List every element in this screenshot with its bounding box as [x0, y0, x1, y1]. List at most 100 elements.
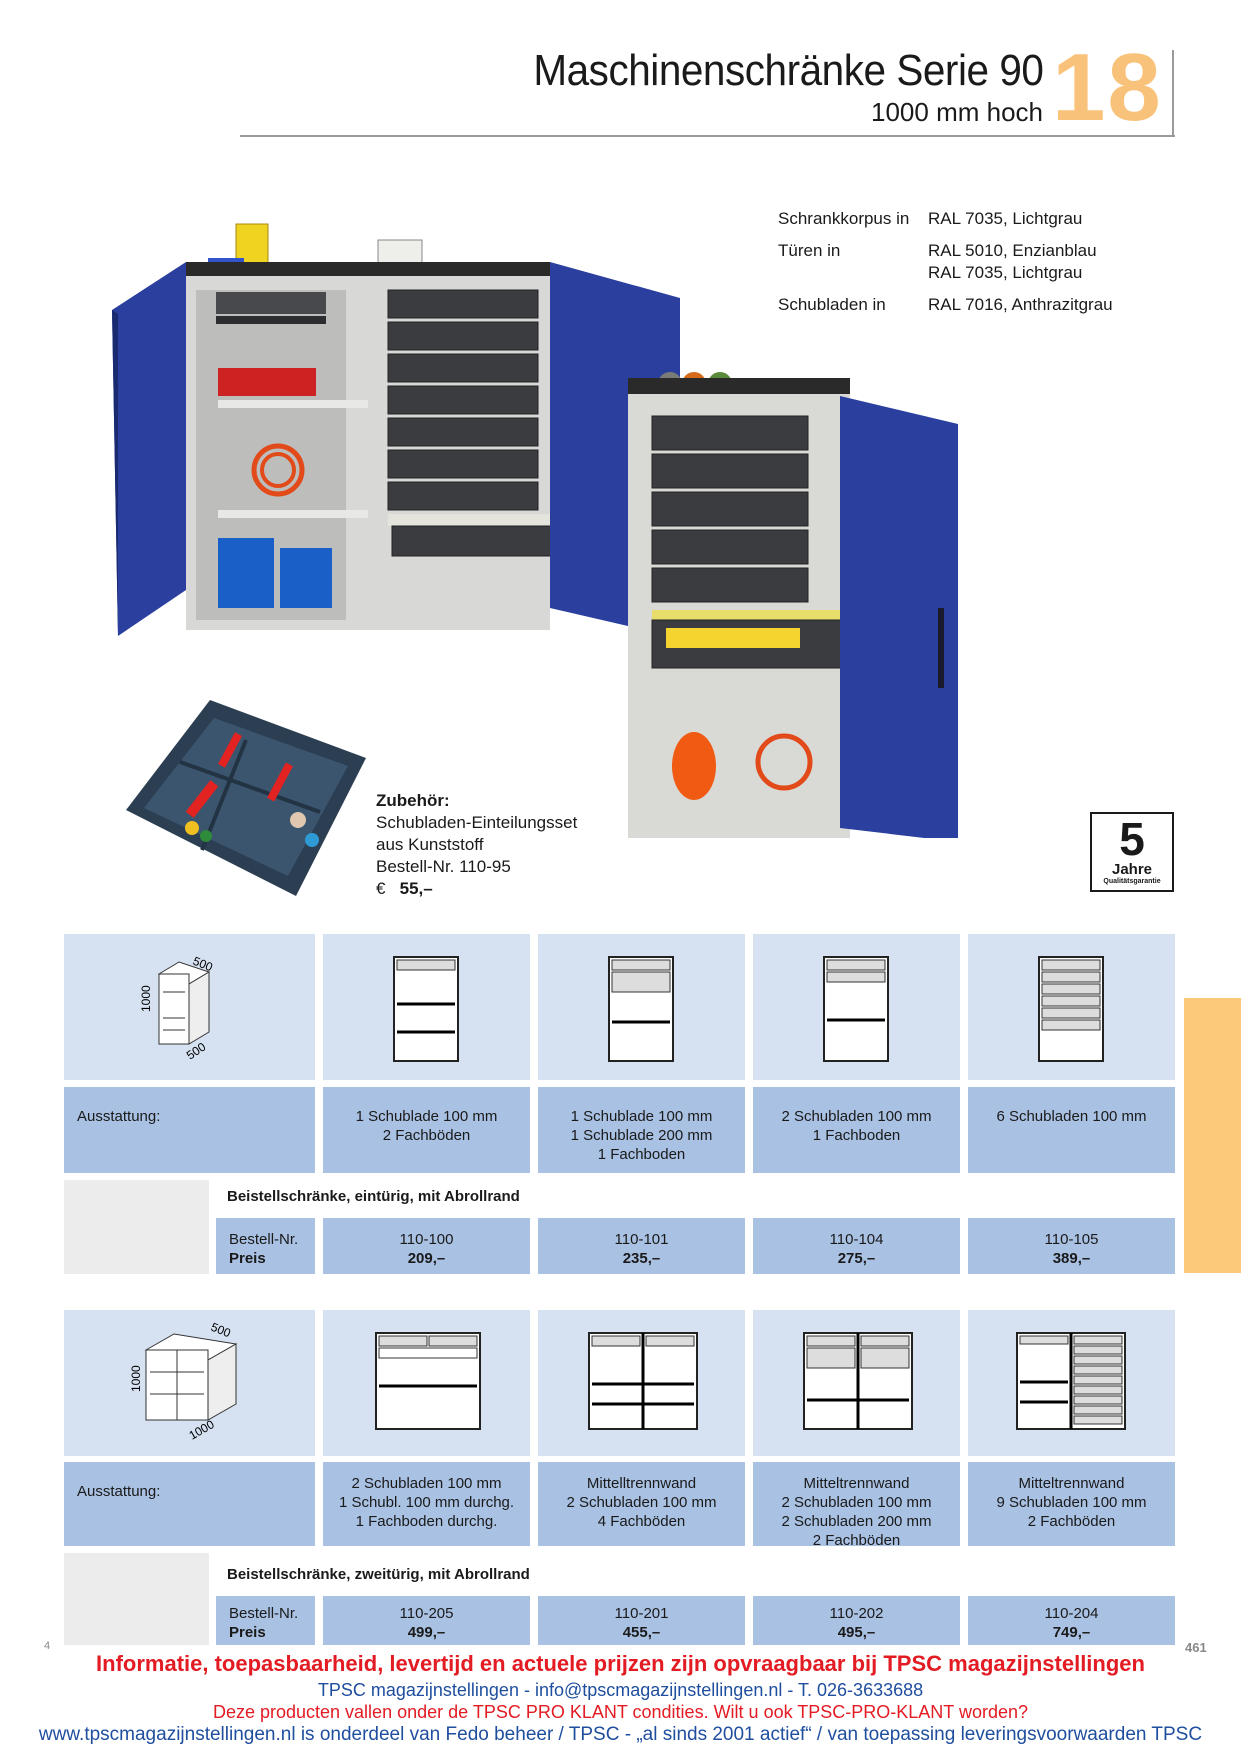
guarantee-small: Qualitätsgarantie	[1103, 878, 1161, 885]
spec-label: Schubladen in	[778, 295, 886, 314]
config-7-drawing	[803, 1332, 913, 1430]
spec-value: RAL 7035, Lichtgrau	[928, 263, 1083, 282]
config-5-drawing	[375, 1332, 481, 1430]
price-cell: 110-105 389,–	[968, 1218, 1175, 1274]
feature-line: Mitteltrennwand	[1018, 1475, 1125, 1492]
feature-line: 1 Fachboden	[812, 1127, 901, 1144]
config-4-drawing	[1038, 956, 1104, 1062]
config-thumb-cell	[753, 1310, 960, 1456]
spec-value: RAL 7016, Anthrazitgrau	[928, 295, 1113, 314]
order-number: 110-205	[399, 1605, 454, 1622]
price-value: 455,–	[622, 1624, 661, 1641]
accessory-line: Schubladen-Einteilungsset	[376, 813, 578, 832]
feature-cell: Mitteltrennwand 2 Schubladen 100 mm 2 Sc…	[753, 1462, 960, 1549]
color-spec: Schrankkorpus in RAL 7035, Lichtgrau Tür…	[778, 208, 1113, 326]
page-subtitle: 1000 mm hoch	[871, 97, 1043, 127]
price-value: 209,–	[407, 1250, 446, 1267]
feature-line: 2 Schubladen 100 mm	[566, 1494, 717, 1511]
spec-label: Türen in	[778, 241, 841, 260]
config-thumb-cell	[968, 934, 1175, 1080]
height-label: 1000	[139, 985, 153, 1012]
feature-cell: 6 Schubladen 100 mm	[968, 1087, 1175, 1173]
section-title: Beistellschränke, zweitürig, mit Abrollr…	[227, 1566, 530, 1583]
feature-cell: Mitteltrennwand 9 Schubladen 100 mm 2 Fa…	[968, 1462, 1175, 1546]
guarantee-word: Jahre	[1111, 861, 1153, 878]
drawer-divider-set-image	[126, 700, 366, 896]
config-thumb-cell	[538, 1310, 745, 1456]
page-number-left: 4	[44, 1640, 51, 1652]
price-cell: 110-204 749,–	[968, 1596, 1175, 1645]
dimension-cell: 1000 500 1000	[64, 1310, 315, 1456]
footer-website[interactable]: www.tpscmagazijnstellingen.nl is onderde…	[38, 1724, 1203, 1745]
feature-line: 1 Schublade 100 mm	[355, 1108, 498, 1125]
price-value: 389,–	[1052, 1250, 1091, 1267]
gray-spacer	[64, 1553, 209, 1645]
feature-line: 2 Fachböden	[1027, 1513, 1116, 1530]
feature-cell: 1 Schublade 100 mm 1 Schublade 200 mm 1 …	[538, 1087, 745, 1173]
config-thumb-cell	[323, 934, 530, 1080]
dimension-cell: 1000 500 500	[64, 934, 315, 1080]
config-6-drawing	[588, 1332, 698, 1430]
order-number: 110-105	[1044, 1231, 1099, 1248]
feature-label: Ausstattung:	[77, 1483, 161, 1500]
price-label: Preis	[229, 1624, 266, 1641]
depth-label: 500	[209, 1320, 233, 1341]
page-number-right: 461	[1185, 1640, 1207, 1655]
page-title: Maschinenschränke Serie 90	[532, 46, 1044, 95]
accessory-price: 55,–	[399, 879, 433, 898]
accessory-price-line: € 55,–	[376, 878, 577, 900]
chapter-side-tab	[1184, 998, 1241, 1273]
order-number: 110-101	[614, 1231, 669, 1248]
config-thumb-cell	[968, 1310, 1175, 1456]
header-vrule	[1172, 50, 1174, 137]
cabinet-dimension-drawing: 1000 500 1000	[129, 1320, 238, 1443]
price-value: 235,–	[622, 1250, 661, 1267]
order-number: 110-201	[614, 1605, 669, 1622]
chapter-number: 18	[1052, 34, 1163, 141]
accessory-order-number: Bestell-Nr. 110-95	[376, 857, 511, 876]
config-2-drawing	[608, 956, 674, 1062]
height-label: 1000	[129, 1365, 143, 1392]
footer-contact: TPSC magazijnstellingen - info@tpscmagaz…	[317, 1680, 924, 1700]
config-thumb-cell	[753, 934, 960, 1080]
price-cell: 110-201 455,–	[538, 1596, 745, 1645]
feature-line: 9 Schubladen 100 mm	[996, 1494, 1147, 1511]
feature-cell: 2 Schubladen 100 mm 1 Schubl. 100 mm dur…	[323, 1462, 530, 1546]
price-label: Preis	[229, 1250, 266, 1267]
guarantee-number: 5	[1119, 813, 1145, 865]
feature-label-cell: Ausstattung:	[64, 1462, 315, 1546]
feature-line: 1 Schublade 200 mm	[570, 1127, 713, 1144]
order-number: 110-202	[829, 1605, 884, 1622]
price-value: 499,–	[407, 1624, 446, 1641]
footer-pro-klant: Deze producten vallen onder de TPSC PRO …	[212, 1702, 1029, 1722]
two-door-cabinet-image	[112, 223, 680, 638]
config-1-drawing	[393, 956, 459, 1062]
gray-spacer	[64, 1180, 209, 1274]
spec-value: RAL 7035, Lichtgrau	[928, 209, 1083, 228]
feature-line: 2 Fachböden	[812, 1532, 901, 1549]
feature-line: 1 Schubl. 100 mm durchg.	[338, 1494, 515, 1511]
price-cell: 110-100 209,–	[323, 1218, 530, 1274]
section-title: Beistellschränke, eintürig, mit Abrollra…	[227, 1188, 520, 1205]
order-label: Bestell-Nr.	[229, 1605, 299, 1622]
order-label: Bestell-Nr.	[229, 1231, 299, 1248]
order-number: 110-100	[399, 1231, 454, 1248]
feature-label: Ausstattung:	[77, 1108, 161, 1125]
feature-line: 1 Fachboden	[597, 1146, 686, 1163]
feature-line: Mittelltrennwand	[586, 1475, 697, 1492]
config-thumb-cell	[323, 1310, 530, 1456]
feature-line: 1 Schublade 100 mm	[570, 1108, 713, 1125]
currency-symbol: €	[376, 879, 386, 898]
feature-line: 1 Fachboden durchg.	[355, 1513, 498, 1530]
header-rule	[240, 135, 1175, 137]
feature-cell: 2 Schubladen 100 mm 1 Fachboden	[753, 1087, 960, 1173]
accessory-heading: Zubehör:	[376, 791, 450, 810]
price-label-cell: Bestell-Nr. Preis	[216, 1218, 315, 1274]
config-3-drawing	[823, 956, 889, 1062]
feature-line: 2 Fachböden	[382, 1127, 471, 1144]
feature-line: 6 Schubladen 100 mm	[996, 1108, 1147, 1125]
feature-line: 2 Schubladen 100 mm	[351, 1475, 502, 1492]
price-value: 749,–	[1052, 1624, 1091, 1641]
feature-label-cell: Ausstattung:	[64, 1087, 315, 1173]
spec-row-drawers: Schubladen in RAL 7016, Anthrazitgrau	[778, 294, 1113, 316]
